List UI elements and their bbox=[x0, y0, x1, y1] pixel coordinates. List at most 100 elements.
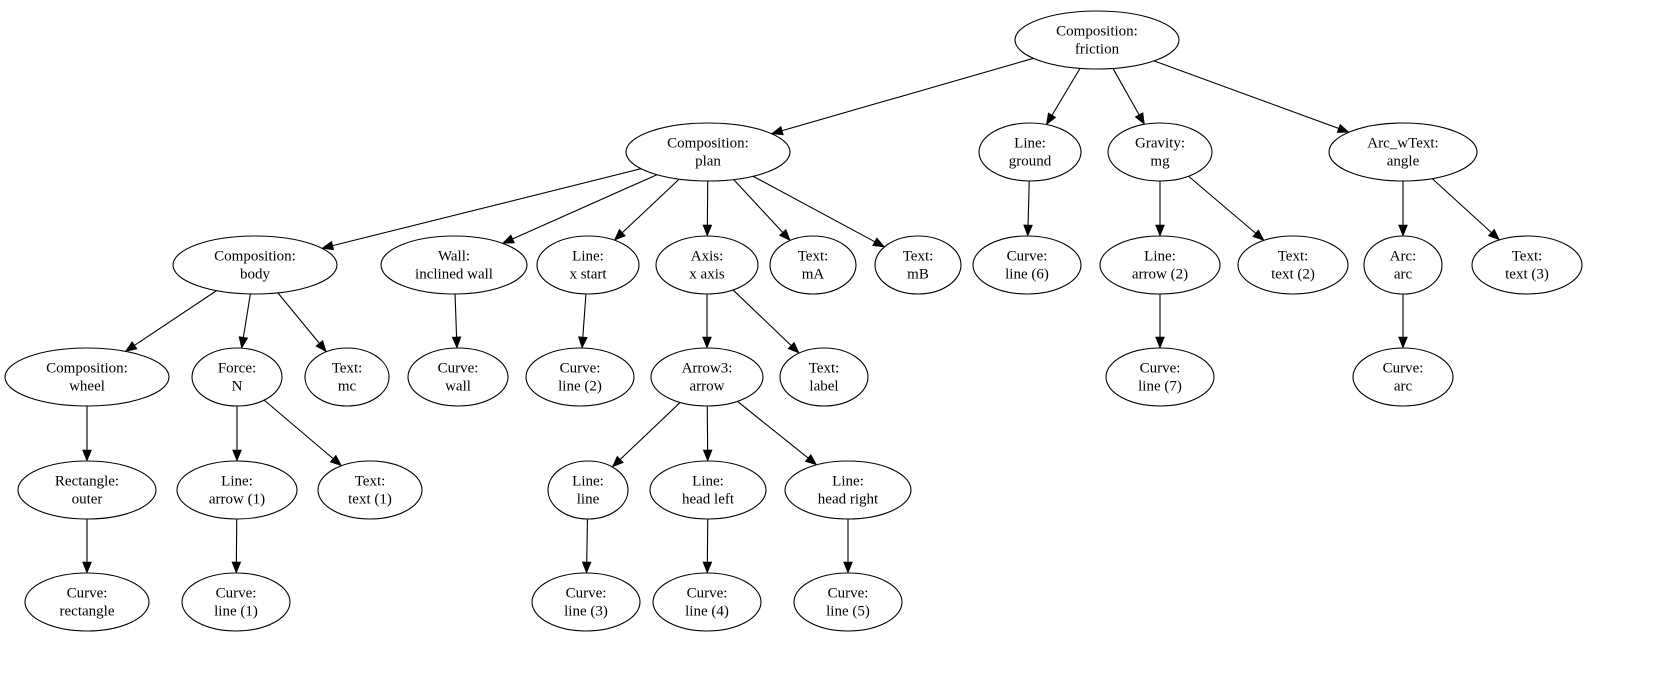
node-ellipse[interactable] bbox=[769, 235, 857, 295]
graph-node-text-mb[interactable]: Text:mB bbox=[874, 235, 962, 295]
edge-line bbox=[582, 293, 587, 338]
graph-node-text-text-3[interactable]: Text:text (3) bbox=[1471, 235, 1583, 295]
node-ellipse[interactable] bbox=[380, 235, 528, 295]
node-ellipse[interactable] bbox=[972, 235, 1082, 295]
graph-node-curve-arc[interactable]: Curve:arc bbox=[1352, 347, 1454, 407]
graph-node-curve-line-6[interactable]: Curve:line (6) bbox=[972, 235, 1082, 295]
graph-node-arc-arc[interactable]: Arc:arc bbox=[1363, 235, 1443, 295]
node-ellipse[interactable] bbox=[24, 572, 150, 632]
node-label-type: Curve: bbox=[1383, 360, 1424, 376]
node-ellipse[interactable] bbox=[547, 460, 629, 520]
node-label-type: Text: bbox=[332, 360, 363, 376]
graph-node-arrow3-arrow[interactable]: Arrow3:arrow bbox=[650, 347, 764, 407]
graph-node-composition-wheel[interactable]: Composition:wheel bbox=[4, 347, 170, 407]
node-ellipse[interactable] bbox=[525, 347, 635, 407]
edge-line bbox=[454, 293, 458, 338]
graph-node-gravity-mg[interactable]: Gravity:mg bbox=[1107, 122, 1213, 182]
node-label-name: x start bbox=[569, 266, 607, 282]
graph-node-curve-line-2[interactable]: Curve:line (2) bbox=[525, 347, 635, 407]
node-label-name: head right bbox=[818, 491, 879, 507]
edge-arrowhead-icon bbox=[1398, 224, 1408, 237]
node-ellipse[interactable] bbox=[655, 235, 759, 295]
node-ellipse[interactable] bbox=[4, 347, 170, 407]
graph-node-composition-friction[interactable]: Composition:friction bbox=[1014, 10, 1180, 70]
node-label-name: N bbox=[232, 378, 243, 394]
graph-node-curve-line-3[interactable]: Curve:line (3) bbox=[531, 572, 641, 632]
graph-edge bbox=[611, 402, 681, 468]
node-ellipse[interactable] bbox=[181, 572, 291, 632]
node-ellipse[interactable] bbox=[191, 347, 283, 407]
node-ellipse[interactable] bbox=[650, 347, 764, 407]
node-ellipse[interactable] bbox=[536, 235, 640, 295]
graph-node-line-head-right[interactable]: Line:head right bbox=[784, 460, 912, 520]
node-label-name: mg bbox=[1150, 153, 1170, 169]
node-label-name: label bbox=[809, 378, 838, 394]
graph-node-force-n[interactable]: Force:N bbox=[191, 347, 283, 407]
node-label-type: Arrow3: bbox=[682, 360, 733, 376]
graph-edge bbox=[1155, 294, 1165, 349]
node-ellipse[interactable] bbox=[1107, 122, 1213, 182]
graph-node-text-mc[interactable]: Text:mc bbox=[304, 347, 390, 407]
node-label-type: Text: bbox=[1512, 248, 1543, 264]
edge-arrowhead-icon bbox=[82, 449, 92, 462]
node-ellipse[interactable] bbox=[1105, 347, 1215, 407]
node-ellipse[interactable] bbox=[1099, 235, 1221, 295]
graph-node-curve-line-5[interactable]: Curve:line (5) bbox=[793, 572, 903, 632]
node-label-type: Curve: bbox=[1140, 360, 1181, 376]
node-ellipse[interactable] bbox=[304, 347, 390, 407]
graph-node-rectangle-outer[interactable]: Rectangle:outer bbox=[17, 460, 157, 520]
node-ellipse[interactable] bbox=[172, 235, 338, 295]
graph-node-composition-body[interactable]: Composition:body bbox=[172, 235, 338, 295]
node-ellipse[interactable] bbox=[531, 572, 641, 632]
graph-edge bbox=[1046, 68, 1081, 126]
graph-node-curve-line-7[interactable]: Curve:line (7) bbox=[1105, 347, 1215, 407]
graph-node-text-label[interactable]: Text:label bbox=[779, 347, 869, 407]
node-ellipse[interactable] bbox=[625, 122, 791, 182]
node-ellipse[interactable] bbox=[407, 347, 509, 407]
node-ellipse[interactable] bbox=[1352, 347, 1454, 407]
graph-node-arc-wtext-angle[interactable]: Arc_wText:angle bbox=[1328, 122, 1478, 182]
graph-node-text-ma[interactable]: Text:mA bbox=[769, 235, 857, 295]
graph-node-curve-wall[interactable]: Curve:wall bbox=[407, 347, 509, 407]
graph-node-line-x-start[interactable]: Line:x start bbox=[536, 235, 640, 295]
graph-node-composition-plan[interactable]: Composition:plan bbox=[625, 122, 791, 182]
node-ellipse[interactable] bbox=[17, 460, 157, 520]
node-ellipse[interactable] bbox=[1363, 235, 1443, 295]
node-label-type: Curve: bbox=[438, 360, 479, 376]
edge-line bbox=[737, 400, 809, 459]
graph-edge bbox=[1155, 181, 1165, 237]
node-ellipse[interactable] bbox=[874, 235, 962, 295]
graph-edge bbox=[613, 178, 680, 241]
graph-node-line-head-left[interactable]: Line:head left bbox=[649, 460, 767, 520]
graph-node-wall-inclined-wall[interactable]: Wall:inclined wall bbox=[380, 235, 528, 295]
graph-node-line-ground[interactable]: Line:ground bbox=[978, 122, 1082, 182]
graph-node-text-text-1[interactable]: Text:text (1) bbox=[317, 460, 423, 520]
node-ellipse[interactable] bbox=[978, 122, 1082, 182]
node-ellipse[interactable] bbox=[779, 347, 869, 407]
node-ellipse[interactable] bbox=[1014, 10, 1180, 70]
edge-arrowhead-icon bbox=[613, 228, 626, 241]
graph-node-line-arrow-2[interactable]: Line:arrow (2) bbox=[1099, 235, 1221, 295]
node-ellipse[interactable] bbox=[176, 460, 298, 520]
node-label-name: mA bbox=[802, 266, 825, 282]
graph-node-curve-rectangle[interactable]: Curve:rectangle bbox=[24, 572, 150, 632]
node-label-name: mB bbox=[907, 266, 929, 282]
graph-node-curve-line-4[interactable]: Curve:line (4) bbox=[652, 572, 762, 632]
node-ellipse[interactable] bbox=[652, 572, 762, 632]
graph-node-line-line[interactable]: Line:line bbox=[547, 460, 629, 520]
graph-node-text-text-2[interactable]: Text:text (2) bbox=[1237, 235, 1349, 295]
graph-edge bbox=[321, 168, 642, 251]
node-ellipse[interactable] bbox=[1328, 122, 1478, 182]
node-ellipse[interactable] bbox=[793, 572, 903, 632]
graph-node-curve-line-1[interactable]: Curve:line (1) bbox=[181, 572, 291, 632]
node-ellipse[interactable] bbox=[649, 460, 767, 520]
node-ellipse[interactable] bbox=[1471, 235, 1583, 295]
graph-node-line-arrow-1[interactable]: Line:arrow (1) bbox=[176, 460, 298, 520]
node-ellipse[interactable] bbox=[1237, 235, 1349, 295]
node-label-type: Text: bbox=[355, 473, 386, 489]
node-ellipse[interactable] bbox=[784, 460, 912, 520]
graph-node-axis-x-axis[interactable]: Axis:x axis bbox=[655, 235, 759, 295]
node-ellipse[interactable] bbox=[317, 460, 423, 520]
edge-arrowhead-icon bbox=[702, 449, 713, 462]
graph-edge bbox=[732, 289, 800, 354]
